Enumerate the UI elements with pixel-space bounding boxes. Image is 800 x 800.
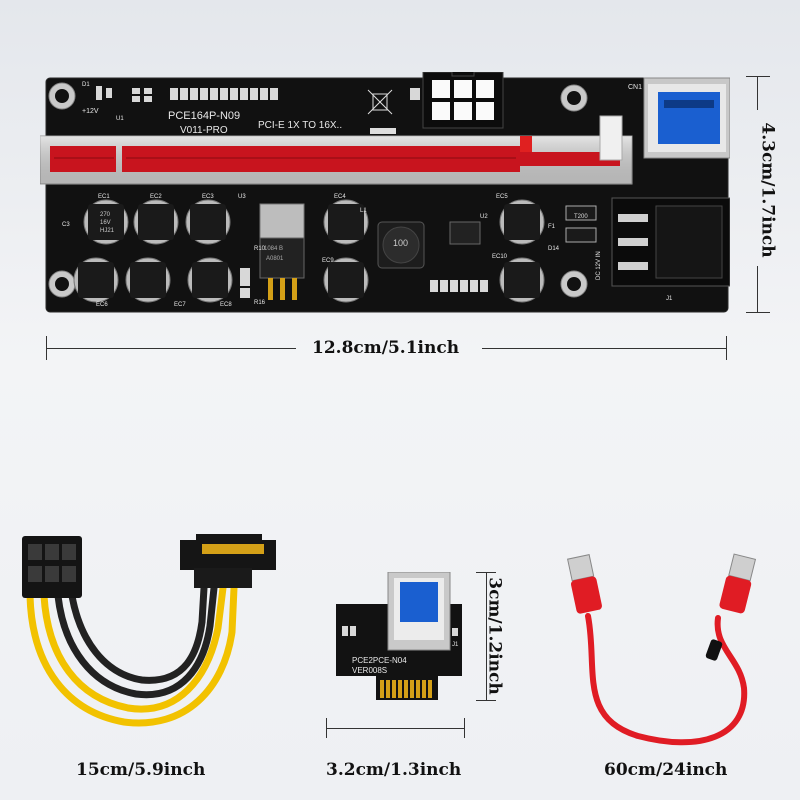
ec6-label: EC6 [96,302,108,308]
pcie-text: PCI-E 1X TO 16X.. [258,120,343,131]
card-height-tick-top [476,572,496,573]
regulator-text-1: 1084 B [264,246,284,252]
board-height-line-top [757,76,758,110]
card-label-line1: PCE2PCE-N04 [352,656,407,665]
board-height-tick-top [746,76,770,77]
board-height-label: 4.3cm/1.7inch [757,122,778,258]
ec10-label: EC10 [492,254,508,260]
u3-label: U3 [238,194,246,200]
regulator-text-2: A0801 [266,256,284,262]
board-height-tick-bottom [746,312,770,313]
power-adapter-illustration [22,534,276,727]
card-width-tick-left [326,718,327,738]
pcie-card-illustration [336,571,462,700]
dc-in-label: DC 12V IN [596,251,602,280]
ec8-label: EC8 [220,302,232,308]
l1-label: L1 [360,208,367,214]
usb-cable-illustration [567,553,757,746]
card-height-tick-bottom [476,700,496,701]
card-width-tick-right [464,718,465,738]
ec5-label: EC5 [496,194,508,200]
riser-board: PCE164P-N09 V011-PRO PCI-E 1X TO 16X.. +… [39,67,731,314]
board-width-tick-right [726,336,727,360]
pcie-1x-card: PCE2PCE-N04 VER008S J1 [328,571,468,712]
card-height-label: 3cm/1.2inch [484,577,505,695]
ec1-label: EC1 [98,194,110,200]
riser-board-illustration [39,67,731,313]
r16-label: R16 [254,300,266,306]
c3-label: C3 [62,222,70,228]
board-model-line1: PCE164P-N09 [168,110,241,122]
card-j1-label: J1 [452,642,459,648]
card-width-line [326,728,464,729]
ec2-label: EC2 [150,194,162,200]
power-cable-length-label: 15cm/5.9inch [76,760,206,780]
ec4-label: EC4 [334,194,346,200]
power-adapter-cable [18,528,290,748]
d1-label: D1 [82,82,90,88]
board-width-line-left [46,348,296,349]
board-height-line-bottom [757,266,758,312]
board-width-tick-left [46,336,47,360]
card-height-line [486,572,487,700]
r10-label: R10 [254,246,266,252]
f1-label: F1 [548,224,556,230]
usb-port-label: CN1 [628,84,643,91]
card-label-line2: VER008S [352,666,388,675]
d14-label: D14 [548,246,560,252]
u2-label: U2 [480,214,488,220]
board-model-line2: V011-PRO [180,125,228,136]
cap-text-code: HJ21 [100,228,115,234]
usb-cable-length-label: 60cm/24inch [604,760,728,780]
board-width-line-right [482,348,726,349]
ec3-label: EC3 [202,194,214,200]
inductor-text: 100 [393,238,409,248]
cap-text-value: 270 [100,212,111,218]
card-width-label: 3.2cm/1.3inch [326,760,462,780]
j1-label: J1 [666,296,673,302]
ec9-label: EC9 [322,258,334,264]
board-width-label: 12.8cm/5.1inch [312,338,460,358]
u1-label: U1 [116,116,124,122]
ec7-label: EC7 [174,302,186,308]
fuse-text: T200 [574,214,588,220]
plus12v-label: +12V [82,108,99,115]
cap-text-voltage: 16V [100,220,111,226]
usb-cable [548,548,788,758]
